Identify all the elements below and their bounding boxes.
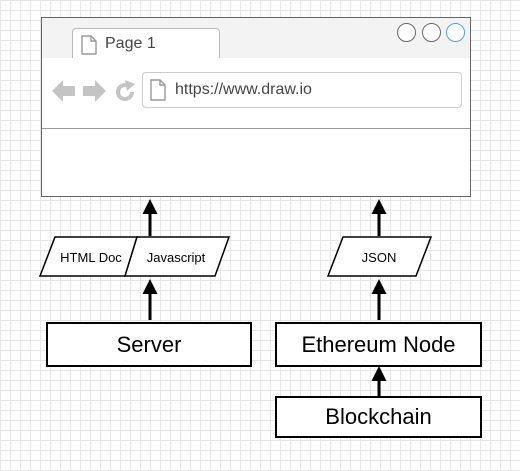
ethereum-node-label: Ethereum Node xyxy=(301,331,456,357)
json-label: JSON xyxy=(362,250,397,265)
server-box: Server xyxy=(46,322,252,367)
javascript-shape: Javascript xyxy=(123,236,231,277)
browser-tab[interactable]: Page 1 xyxy=(72,28,220,60)
back-arrow-icon[interactable] xyxy=(52,80,76,102)
browser-titlebar: Page 1 xyxy=(42,18,470,60)
document-icon xyxy=(81,35,97,55)
server-label: Server xyxy=(116,331,182,357)
url-field[interactable]: https://www.draw.io xyxy=(142,72,462,108)
minimize-button[interactable] xyxy=(397,23,416,42)
forward-arrow-icon[interactable] xyxy=(82,80,106,102)
maximize-button[interactable] xyxy=(422,23,441,42)
close-button[interactable] xyxy=(446,23,465,42)
browser-window: Page 1 https://www.draw.io xyxy=(41,17,471,197)
html-doc-label: HTML Doc xyxy=(60,250,122,265)
document-icon xyxy=(150,79,166,101)
url-text: https://www.draw.io xyxy=(175,81,312,98)
blockchain-box: Blockchain xyxy=(275,396,482,438)
ethereum-node-box: Ethereum Node xyxy=(275,322,482,367)
tab-label: Page 1 xyxy=(105,35,156,52)
browser-toolbar: https://www.draw.io xyxy=(42,58,470,129)
html-doc-shape: HTML Doc xyxy=(38,236,139,277)
javascript-label: Javascript xyxy=(147,250,206,265)
blockchain-label: Blockchain xyxy=(325,404,432,429)
refresh-icon[interactable] xyxy=(113,80,137,104)
json-shape: JSON xyxy=(326,236,433,277)
